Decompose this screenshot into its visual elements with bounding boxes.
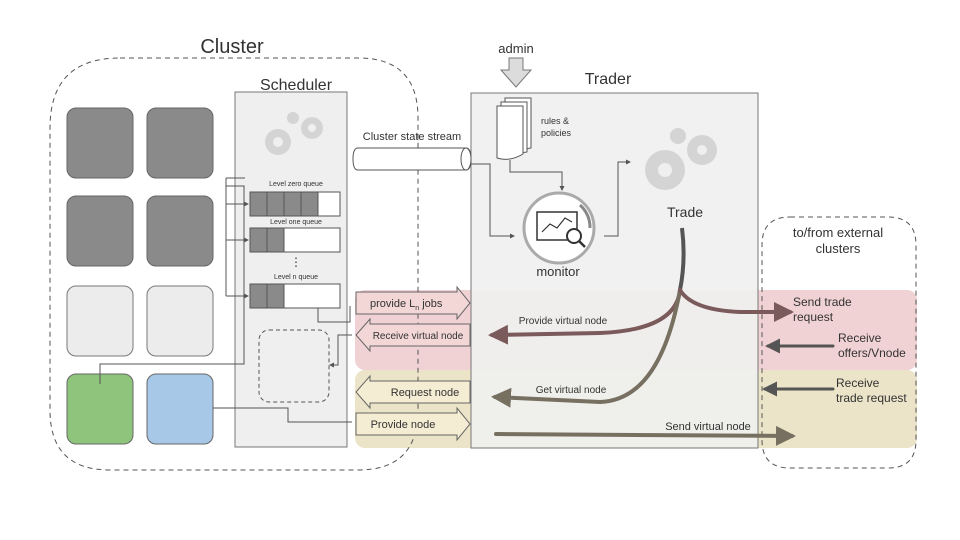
monitor-icon <box>522 191 596 265</box>
stream-to-monitor-line <box>471 163 515 239</box>
pending-feed-line <box>329 334 352 368</box>
external-title-line1: to/from external <box>793 225 883 240</box>
trade-gears-icon <box>645 128 717 190</box>
node-light-1 <box>66 285 134 357</box>
stream-label: Cluster state stream <box>363 131 461 143</box>
monitor-to-trade-line <box>604 159 631 237</box>
scheduler-panel <box>234 91 348 448</box>
node-blue <box>146 373 214 445</box>
request-node-label: Request node <box>391 387 460 399</box>
node-light-2 <box>146 285 214 357</box>
trade-label: Trade <box>667 204 703 220</box>
trade-flow-arrows <box>488 288 835 446</box>
rules-document-icon <box>496 97 532 160</box>
scheduler-title: Scheduler <box>260 77 333 94</box>
trade-trunk <box>678 227 686 291</box>
provide-ln-jobs-arrow: provide Ln jobs <box>355 285 471 321</box>
send-trade-request-line2: request <box>793 310 834 324</box>
request-node-arrow: Request node <box>355 374 471 410</box>
rules-label-line2: policies <box>541 128 572 138</box>
node-dark-1 <box>66 107 134 179</box>
external-title-line2: clusters <box>816 241 861 256</box>
provide-node-label: Provide node <box>371 419 436 431</box>
node-dark-3 <box>66 195 134 267</box>
trader-title: Trader <box>585 71 632 88</box>
level-zero-queue: Level zero queue <box>249 181 341 217</box>
send-trade-request-line1: Send trade <box>793 295 852 309</box>
provide-virtual-node-label: Provide virtual node <box>519 316 608 327</box>
level-n-queue: Level n queue <box>249 274 341 309</box>
queue-label-0: Level zero queue <box>269 181 323 188</box>
queue-label-n: Level n queue <box>274 274 318 281</box>
node-grid <box>66 107 214 445</box>
receive-trade-request-line2: trade request <box>836 391 907 405</box>
node-dark-4 <box>146 195 214 267</box>
scheduler-gears-icon <box>265 112 323 155</box>
queue-ellipsis: ⋮ <box>290 255 302 269</box>
receive-trade-request-line1: Receive <box>836 376 880 390</box>
rules-to-monitor-line <box>509 160 565 191</box>
send-virtual-node-flow <box>494 425 796 446</box>
queue-feed-lines <box>99 177 352 423</box>
external-boundary <box>761 216 917 469</box>
cluster-boundary <box>49 57 419 471</box>
get-virtual-node-flow <box>491 288 682 408</box>
node-dark-2 <box>146 107 214 179</box>
node-green <box>66 373 134 445</box>
provide-node-arrow: Provide node <box>355 406 471 442</box>
get-virtual-node-label: Get virtual node <box>536 385 607 396</box>
queue-label-1: Level one queue <box>270 219 322 226</box>
receive-virtual-node-arrow: Receive virtual node <box>355 317 471 353</box>
monitor-label: monitor <box>536 264 580 279</box>
cluster-state-stream: Cluster state stream <box>352 131 472 171</box>
receive-offers-line2: offers/Vnode <box>838 346 906 360</box>
rules-label-line1: rules & <box>541 116 569 126</box>
receive-virtual-node-label: Receive virtual node <box>373 331 464 342</box>
send-virtual-node-label: Send virtual node <box>665 421 751 433</box>
receive-offers-line1: Receive <box>838 331 882 345</box>
send-trade-request-flow <box>678 288 794 322</box>
cluster-title: Cluster <box>200 36 264 58</box>
admin-label: admin <box>498 41 533 56</box>
provide-ln-jobs-label: provide Ln jobs <box>370 298 443 312</box>
admin-arrow-icon <box>499 57 533 88</box>
level-one-queue: Level one queue <box>249 219 341 253</box>
